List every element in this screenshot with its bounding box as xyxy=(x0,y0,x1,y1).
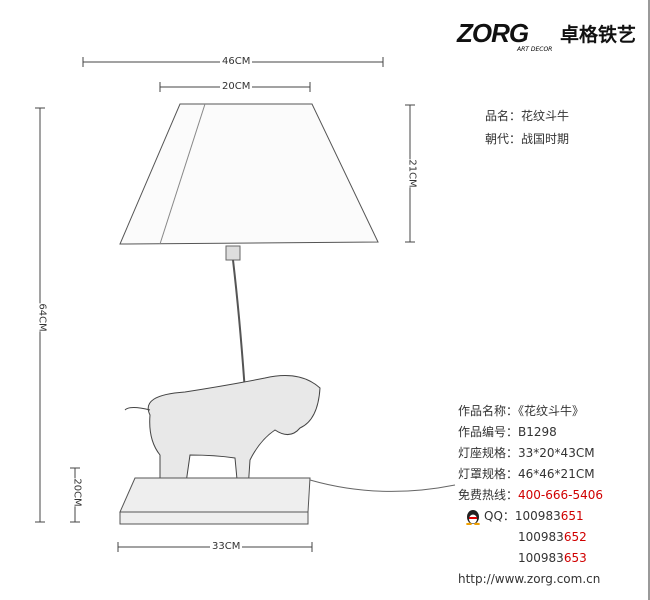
lamp-base xyxy=(119,477,311,525)
qq-prefix: 100983 xyxy=(514,509,561,523)
bull-figure xyxy=(124,375,321,491)
work-name: 《花纹斗牛》 xyxy=(518,404,585,418)
qq-3[interactable]: 100983653 xyxy=(458,548,603,569)
power-cord xyxy=(309,479,456,492)
qq-prefix: 100983 xyxy=(518,530,564,544)
dim-20cm-top: 20CM xyxy=(220,81,253,92)
code-label: 作品编号： xyxy=(458,425,519,439)
base-label: 灯座规格： xyxy=(458,446,519,460)
brand-name: 卓格铁艺 xyxy=(560,24,637,46)
dim-64cm: 64CM xyxy=(36,303,48,332)
hotline-label: 免费热线： xyxy=(458,488,519,502)
lamp-shade xyxy=(119,103,379,245)
qq-prefix: 100983 xyxy=(518,551,564,565)
website-link[interactable]: http://www.zorg.com.cn xyxy=(458,572,601,586)
spec-panel: 作品名称：《花纹斗牛》 作品编号：B1298 灯座规格：33*20*43CM 灯… xyxy=(458,401,603,590)
base-size: 33*20*43CM xyxy=(518,446,595,460)
dim-33cm: 33CM xyxy=(210,541,243,552)
dynasty-value: 战国时期 xyxy=(521,132,570,146)
qq-suffix: 653 xyxy=(563,551,587,565)
dim-20cm-base: 20CM xyxy=(71,478,83,507)
qq-penguin-icon xyxy=(466,509,480,525)
shade-label: 灯罩规格： xyxy=(458,467,519,481)
lamp-socket xyxy=(225,245,241,261)
qq-1[interactable]: 100983651 xyxy=(515,509,584,523)
product-info: 品名：花纹斗牛 朝代：战国时期 xyxy=(485,105,569,151)
qq-suffix: 652 xyxy=(563,530,587,544)
lamp-pole xyxy=(232,259,246,393)
name-label: 品名： xyxy=(485,109,522,123)
logo-sub: ART DECOR xyxy=(517,46,553,53)
dim-46cm: 46CM xyxy=(220,56,253,67)
dynasty-label: 朝代： xyxy=(485,132,522,146)
brand-logo: ZORG ART DECOR 卓格铁艺 xyxy=(457,18,636,53)
dim-21cm: 21CM xyxy=(406,159,418,188)
qq-label: QQ： xyxy=(484,509,515,523)
code: B1298 xyxy=(518,425,557,439)
qq-2[interactable]: 100983652 xyxy=(458,527,603,548)
qq-suffix: 651 xyxy=(560,509,584,523)
frame-border xyxy=(648,0,650,600)
work-name-label: 作品名称： xyxy=(458,404,519,418)
hotline-number[interactable]: 400-666-5406 xyxy=(518,488,604,502)
shade-size: 46*46*21CM xyxy=(518,467,595,481)
logo-text: ZORG xyxy=(457,18,529,48)
name-value: 花纹斗牛 xyxy=(521,109,570,123)
